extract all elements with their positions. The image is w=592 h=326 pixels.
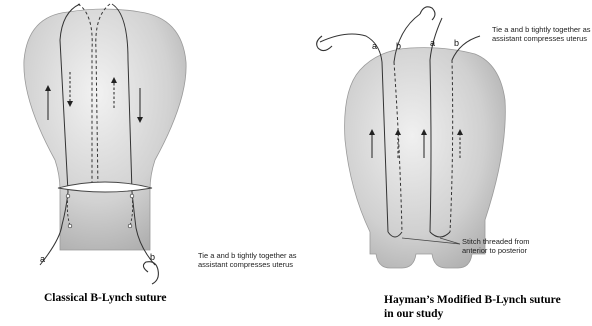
tie-note-line-2: assistant compresses uterus — [198, 260, 293, 269]
thread-label-a: a — [40, 254, 45, 264]
caption-classical: Classical B-Lynch suture — [44, 292, 166, 305]
tie-note-right-line-2: assistant compresses uterus — [492, 34, 587, 43]
thread-label-a-2: a — [430, 38, 435, 48]
hayman-uterus-illustration: a b a b Tie a and b tightly together as … — [317, 7, 591, 268]
thread-label-b: b — [150, 252, 155, 262]
thread-label-a-1: a — [372, 41, 377, 51]
classical-uterus-illustration: a b Tie a and b tightly together as assi… — [24, 4, 297, 284]
stitch-note-line-2: anterior to posterior — [462, 246, 528, 255]
needle-icon — [143, 262, 158, 284]
stitch-note-line-1: Stitch threaded from — [462, 237, 530, 246]
caption-hayman-line-1: Hayman’s Modified B-Lynch suture — [384, 294, 561, 307]
uterus-body-right — [345, 48, 506, 268]
tie-note-line-1: Tie a and b tightly together as — [198, 251, 297, 260]
thread-label-b-2: b — [454, 38, 459, 48]
uterus-body-left — [24, 9, 186, 250]
needle-icon-top — [420, 7, 435, 20]
tie-note-right-line-1: Tie a and b tightly together as — [492, 25, 591, 34]
caption-hayman-line-2: in our study — [384, 308, 443, 321]
thread-label-b-1: b — [396, 41, 401, 51]
